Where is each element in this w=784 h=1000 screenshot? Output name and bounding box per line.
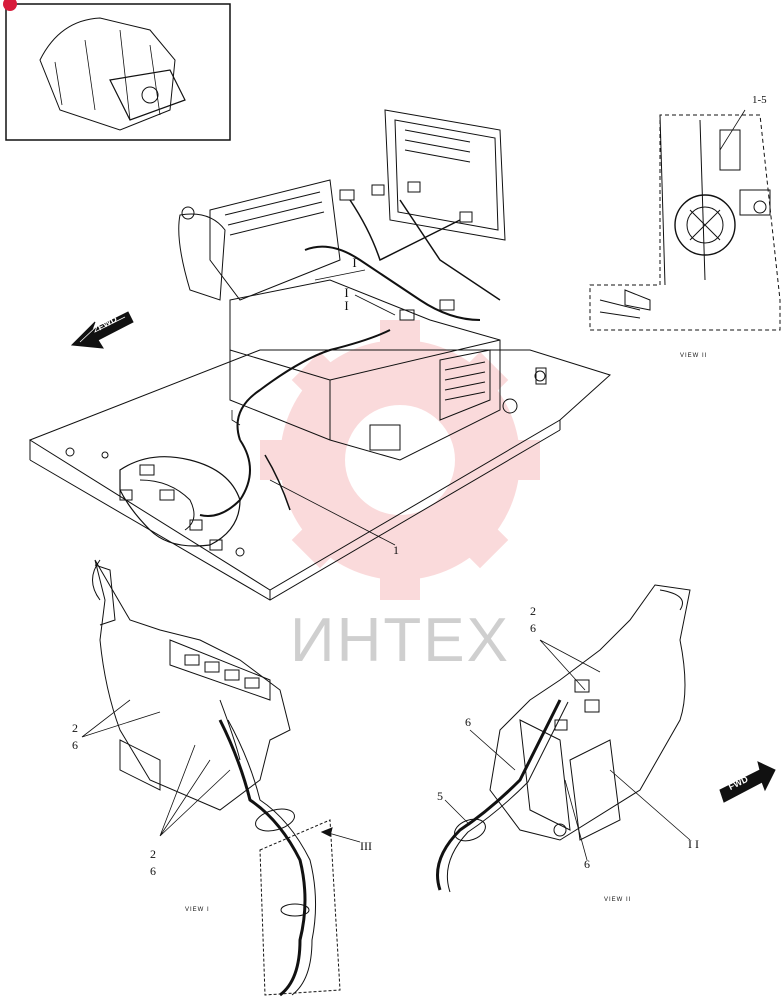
- label-roman-two-main: II: [339, 285, 354, 311]
- label-part-2-view1-lower: 2: [150, 847, 156, 861]
- view-two-detail: [589, 109, 781, 331]
- label-roman-two-view3: II: [688, 837, 702, 851]
- fwd-arrow-icon-lower: [719, 761, 776, 803]
- label-part-6-view3-left: 6: [465, 715, 471, 729]
- watermark-gear-icon: [260, 320, 540, 600]
- view-one-caption: VIEW I: [185, 907, 210, 913]
- view-three-caption: VIEW II: [604, 897, 632, 903]
- label-part-1-5: 1-5: [752, 94, 767, 106]
- view-three-detail: [436, 584, 691, 893]
- label-roman-three: III: [360, 839, 372, 853]
- inset-machine-thumbnail: [5, 3, 231, 141]
- watermark-text: ИНТЕХ: [290, 606, 510, 675]
- label-part-1: 1: [393, 543, 399, 557]
- view-one-detail: [81, 559, 361, 997]
- label-part-5-view3: 5: [437, 789, 443, 803]
- label-roman-one-main: I: [347, 255, 362, 268]
- main-assembly: [28, 109, 611, 601]
- label-part-6-view3-bottom: 6: [584, 857, 590, 871]
- label-part-6-view1-lower: 6: [150, 864, 156, 878]
- view-two-caption: VIEW II: [680, 353, 708, 359]
- label-part-2-view3: 2: [530, 604, 536, 618]
- label-part-6-view1-upper: 6: [72, 738, 78, 752]
- fwd-arrow-icon: [70, 311, 134, 349]
- label-part-2-view1-upper: 2: [72, 721, 78, 735]
- label-part-6-view3-top: 6: [530, 621, 536, 635]
